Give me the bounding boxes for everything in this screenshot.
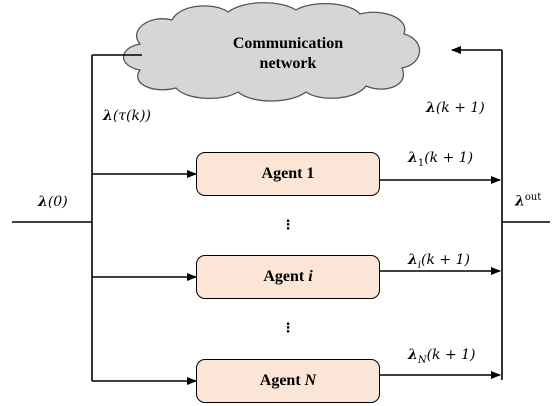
agent-n-var: N: [304, 372, 317, 389]
agent-n-prefix: Agent: [259, 372, 301, 389]
cloud-line-2: network: [259, 55, 317, 72]
lambda-1-output-label: λ1(k + 1): [408, 150, 474, 169]
lambda-out-label: λout: [515, 192, 542, 210]
agent-1-box: Agent 1: [196, 152, 380, 196]
vertical-ellipsis-2: ⋮: [281, 321, 295, 336]
communication-network-cloud: [122, 2, 421, 102]
agent-i-var: i: [308, 268, 313, 285]
agent-i-box: Agent i: [196, 255, 380, 299]
agent-i-prefix: Agent: [263, 268, 305, 285]
agent-n-box: Agent N: [196, 359, 380, 403]
lambda-feedback-label: λ(k + 1): [426, 100, 485, 116]
cloud-line-1: Communication: [232, 35, 344, 52]
lambda-i-output-label: λi(k + 1): [408, 252, 470, 271]
agent-1-label: Agent 1: [261, 165, 315, 182]
communication-network-label: Communication network: [200, 34, 376, 74]
vertical-ellipsis-1: ⋮: [281, 218, 295, 233]
lambda-n-output-label: λN(k + 1): [408, 347, 476, 366]
input-lambda-label: λ(0): [38, 194, 68, 210]
lambda-tau-label: λ(τ(k)): [103, 108, 151, 124]
